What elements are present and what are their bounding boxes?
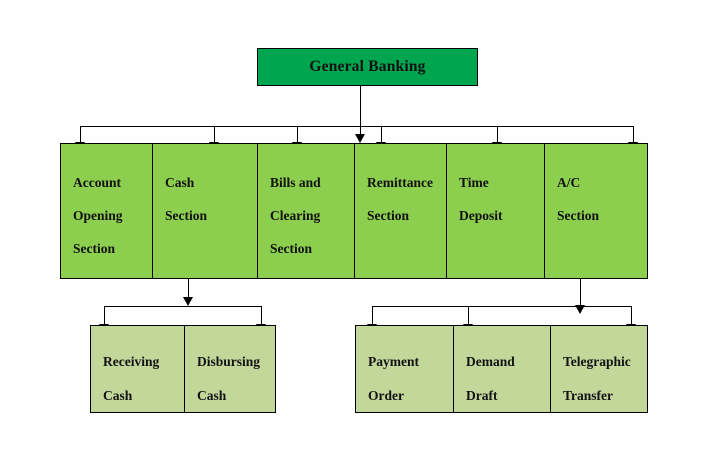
connector-drop-sub-right-3 bbox=[631, 306, 632, 332]
node-telegraphic-transfer[interactable]: Telegraphic Transfer bbox=[551, 326, 647, 412]
connector-drop-sub-left-2 bbox=[261, 306, 262, 332]
arrowhead-remittance-section bbox=[575, 305, 585, 314]
node-ac-section[interactable]: A/C Section bbox=[545, 144, 647, 278]
connector-drop-sub-right-2 bbox=[468, 306, 469, 332]
node-label-line: Demand bbox=[466, 354, 515, 369]
node-label-line: Section bbox=[73, 241, 115, 256]
node-disbursing-cash[interactable]: Disbursing Cash bbox=[185, 326, 275, 412]
arrowhead-root-stem bbox=[355, 134, 365, 143]
node-payment-order[interactable]: Payment Order bbox=[356, 326, 454, 412]
node-label-line: A/C bbox=[557, 175, 581, 190]
node-demand-draft[interactable]: Demand Draft bbox=[454, 326, 551, 412]
node-account-opening-section[interactable]: Account Opening Section bbox=[61, 144, 153, 278]
node-label: General Banking bbox=[309, 58, 426, 75]
node-label-line: Time bbox=[459, 175, 489, 190]
node-label-line: Order bbox=[368, 388, 404, 403]
node-time-deposit[interactable]: Time Deposit bbox=[447, 144, 545, 278]
cash-subsection-row: Receiving Cash Disbursing Cash bbox=[90, 325, 276, 413]
node-label-line: Section bbox=[367, 208, 409, 223]
main-section-row: Account Opening Section Cash Section Bil… bbox=[60, 143, 648, 279]
node-label-line: Bills and bbox=[270, 175, 321, 190]
node-label-line: Cash bbox=[103, 388, 133, 403]
node-label-line: Cash bbox=[165, 175, 195, 190]
connector-drop-main-3 bbox=[297, 126, 298, 150]
node-bills-and-clearing-section[interactable]: Bills and Clearing Section bbox=[258, 144, 355, 278]
connector-drop-main-5 bbox=[497, 126, 498, 150]
connector-drop-main-4 bbox=[381, 126, 382, 150]
node-label-line: Payment bbox=[368, 354, 419, 369]
node-label-line: Draft bbox=[466, 388, 498, 403]
node-label-line: Section bbox=[270, 241, 312, 256]
connector-root-stem bbox=[360, 86, 361, 138]
node-label-line: Cash bbox=[197, 388, 227, 403]
node-label-line: Deposit bbox=[459, 208, 503, 223]
connector-drop-main-2 bbox=[214, 126, 215, 150]
connector-drop-main-6 bbox=[633, 126, 634, 150]
connector-bus-main bbox=[80, 126, 633, 127]
node-remittance-section[interactable]: Remittance Section bbox=[355, 144, 447, 278]
node-label-line: Remittance bbox=[367, 175, 433, 190]
node-label-line: Clearing bbox=[270, 208, 321, 223]
node-label-line: Disbursing bbox=[197, 354, 261, 369]
connector-bus-right-subgroup bbox=[372, 306, 631, 307]
node-label-line: Section bbox=[557, 208, 599, 223]
node-label-line: Account bbox=[73, 175, 121, 190]
node-receiving-cash[interactable]: Receiving Cash bbox=[91, 326, 185, 412]
node-general-banking[interactable]: General Banking bbox=[257, 48, 478, 86]
connector-drop-remittance-section bbox=[580, 279, 581, 311]
node-label-line: Telegraphic bbox=[563, 354, 631, 369]
connector-bus-left-subgroup bbox=[104, 306, 261, 307]
remittance-subsection-row: Payment Order Demand Draft Telegraphic T… bbox=[355, 325, 648, 413]
node-label-line: Receiving bbox=[103, 354, 160, 369]
node-label-line: Transfer bbox=[563, 388, 613, 403]
connector-drop-cash-section bbox=[188, 279, 189, 301]
node-label-line: Section bbox=[165, 208, 207, 223]
node-cash-section[interactable]: Cash Section bbox=[153, 144, 258, 278]
node-label-line: Opening bbox=[73, 208, 123, 223]
connector-drop-sub-left-1 bbox=[104, 306, 105, 332]
connector-drop-main-1 bbox=[80, 126, 81, 150]
connector-drop-sub-right-1 bbox=[372, 306, 373, 332]
arrowhead-cash-section bbox=[183, 297, 193, 306]
